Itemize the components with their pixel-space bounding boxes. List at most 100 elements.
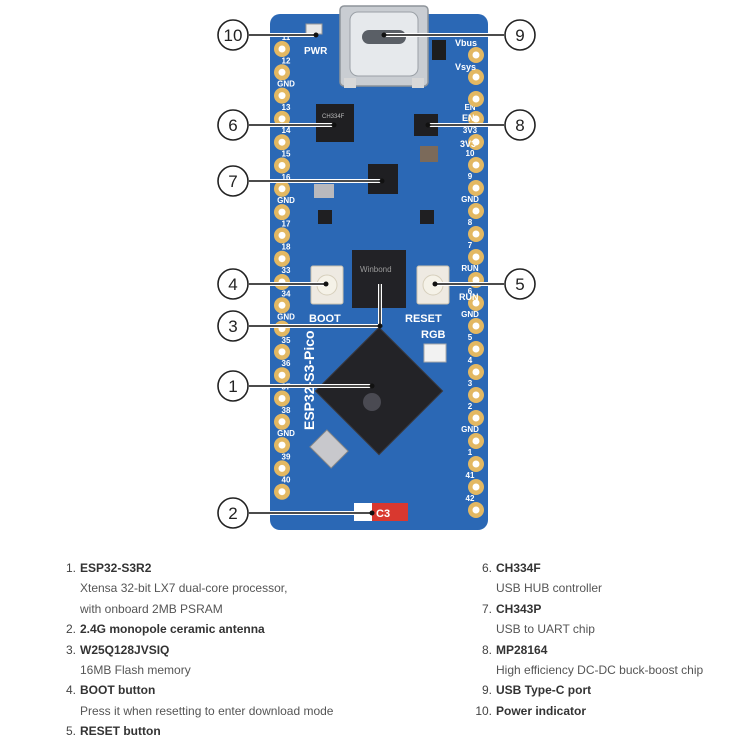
pin-label: 5 — [468, 333, 473, 342]
legend-item-number: 1. — [65, 561, 76, 575]
pin-pad — [468, 203, 484, 219]
legend-item-number: 8. — [481, 642, 492, 657]
callout-number: 2 — [228, 504, 237, 523]
pin-label: GND — [277, 196, 295, 205]
legend-item-title: BOOT button — [80, 683, 156, 698]
usb-c-connector — [339, 5, 429, 88]
pin-label: 15 — [282, 150, 291, 159]
pin-label: 7 — [468, 241, 473, 250]
pin-label: 2 — [468, 402, 473, 411]
callout-number: 7 — [228, 172, 237, 191]
pin-label: 18 — [282, 243, 291, 252]
3v3-label: 3V3 — [460, 139, 476, 149]
pin-label: 14 — [282, 126, 291, 135]
pin-label: 8 — [468, 218, 473, 227]
en-label: EN — [462, 113, 475, 123]
pin-label: 9 — [468, 172, 473, 181]
legend-item-title: RESET button — [80, 724, 161, 739]
vsys-label: Vsys — [455, 62, 476, 72]
pin-pad — [274, 180, 290, 197]
esp32-s3-chip — [314, 326, 444, 456]
legend-item-title: ESP32-S3R2 — [80, 561, 152, 575]
pin-pad — [274, 41, 290, 57]
pin-pad — [274, 110, 290, 127]
pin-pad — [468, 134, 484, 150]
legend-item-description: 16MB Flash memory — [80, 663, 191, 678]
pin-pad — [468, 295, 484, 311]
vbus-label: Vbus — [455, 38, 477, 48]
pin-label: 36 — [282, 359, 291, 368]
pin-pad — [274, 297, 290, 314]
pin-pad — [274, 64, 290, 81]
pin-pad — [274, 87, 290, 104]
pin-pad — [274, 367, 290, 384]
pin-label: 12 — [282, 56, 291, 65]
pin-label: GND — [461, 195, 479, 204]
callout-number: 5 — [515, 275, 524, 294]
legend-item-description: with onboard 2MB PSRAM — [80, 601, 223, 616]
transistor — [318, 210, 332, 224]
callout-number: 3 — [228, 317, 237, 336]
rgb-led — [423, 343, 447, 363]
legend-item-number: 10. — [475, 703, 492, 718]
legend-item-description: High efficiency DC-DC buck-boost chip — [496, 663, 704, 678]
pin-pad — [468, 502, 484, 518]
pin-pad — [274, 460, 290, 477]
pin-pad — [468, 249, 484, 265]
pin-pad — [468, 69, 484, 85]
pin-label: 34 — [282, 289, 291, 298]
callout-5: 5 — [432, 268, 536, 300]
callout-9: 9 — [381, 19, 536, 51]
power-led — [305, 23, 323, 35]
legend-item: 8.MP28164 — [474, 640, 703, 660]
pin-label: 3V3 — [463, 126, 478, 135]
pin-label: RUN — [461, 264, 479, 273]
ch334f-marking: CH334F — [322, 114, 345, 120]
legend-item-title: 2.4G monopole ceramic antenna — [80, 622, 265, 637]
legend-item: 10.Power indicator — [474, 701, 703, 721]
pin-pad — [274, 483, 290, 500]
pin-pad — [274, 390, 290, 407]
pin-label: 33 — [282, 266, 291, 275]
pin-label: 17 — [282, 219, 291, 228]
pin-label: GND — [277, 313, 295, 322]
legend-item-number: 3. — [65, 642, 76, 657]
callout-3: 3 — [217, 284, 383, 342]
pin-pad — [468, 91, 484, 107]
callout-number: 1 — [228, 377, 237, 396]
pin-pad — [468, 47, 484, 63]
pin-label: 39 — [282, 452, 291, 461]
legend-item-description: Xtensa 32-bit LX7 dual-core processor, — [80, 581, 288, 596]
legend-item-number: 7. — [481, 601, 492, 616]
pin-label: 41 — [466, 471, 475, 480]
legend-item-description: Press it when resetting to enter downloa… — [80, 703, 334, 718]
legend-item-title: CH343P — [496, 601, 542, 616]
reset-label: RESET — [405, 313, 442, 325]
pin-pad — [274, 227, 290, 244]
pin-label: 11 — [282, 33, 291, 42]
diode — [432, 40, 446, 60]
ceramic-antenna: C3 — [354, 503, 408, 521]
pin-label: 13 — [282, 103, 291, 112]
callout-8: 8 — [425, 109, 536, 141]
callout-7: 7 — [217, 165, 385, 197]
pin-pad — [468, 479, 484, 495]
inductor — [420, 146, 438, 162]
callout-6: 6 — [217, 109, 337, 141]
legend-item: 9.USB Type-C port — [474, 680, 703, 700]
callout-number: 9 — [515, 26, 524, 45]
pin-label: EN — [464, 103, 475, 112]
legend-item-description: USB HUB controller — [496, 581, 603, 596]
pin-pad — [468, 433, 484, 449]
legend-item-description: USB to UART chip — [496, 622, 595, 637]
legend-item-number: 4. — [65, 683, 76, 698]
pin-label: 10 — [466, 149, 475, 158]
pin-pad — [274, 134, 290, 151]
crystal — [314, 184, 334, 198]
callout-1: 1 — [217, 370, 375, 402]
pin-label: 3 — [468, 379, 473, 388]
pin-pad — [274, 204, 290, 221]
